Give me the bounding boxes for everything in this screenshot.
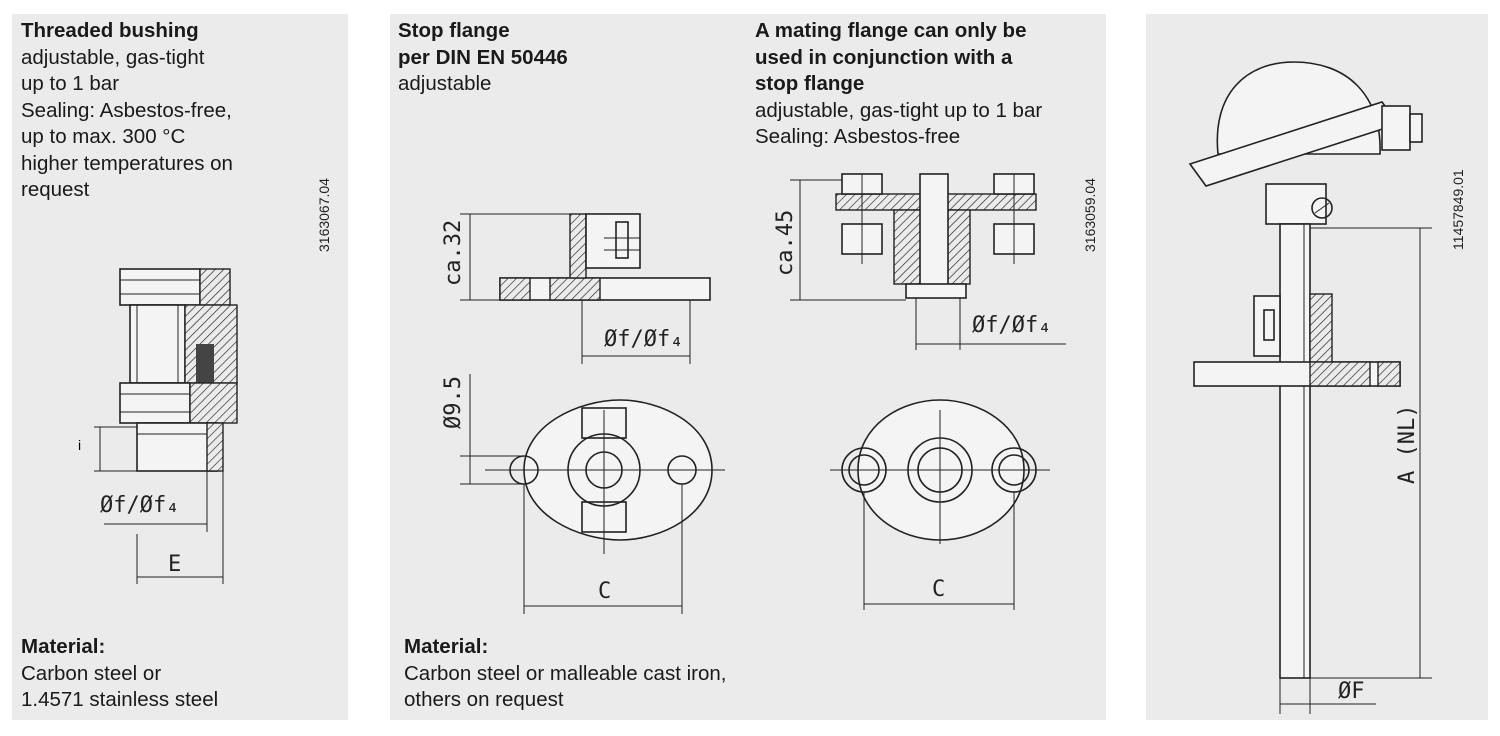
stop-flange-title: per DIN EN 50446 — [398, 45, 568, 69]
dimension-label-diameter: Øf/Øf₄ — [100, 493, 179, 518]
desc-line: up to 1 bar — [21, 72, 120, 95]
mating-flange-title: A mating flange can only be — [755, 19, 1027, 42]
dimension-c-right: C — [863, 492, 1015, 610]
material-line: others on request — [404, 688, 564, 711]
mating-flange-title: stop flange — [755, 72, 865, 95]
desc-line: Sealing: Asbestos-free, — [21, 98, 232, 122]
thermometer-assembly-panel: 11457849.01 — [1146, 14, 1488, 720]
desc-line: adjustable, gas-tight up to 1 bar — [755, 98, 1043, 122]
dimension-label-ca45: ca.45 — [773, 210, 798, 276]
threaded-bushing-title: Threaded bushing — [21, 19, 199, 42]
threaded-bushing-drawing: i Øf/Øf₄ E — [78, 268, 238, 584]
desc-line: up to max. 300 °C — [21, 125, 186, 148]
stop-flange-side-view — [499, 213, 711, 301]
flange-material: Material: Carbon steel or malleable cast… — [404, 634, 726, 714]
dimension-length: A (NL) — [1310, 227, 1432, 679]
dimension-label-ca32: ca.32 — [441, 220, 466, 286]
dimension-label-length: A (NL) — [1395, 405, 1420, 484]
material-line: Carbon steel or malleable cast iron, — [404, 661, 727, 685]
material-line: Carbon steel or — [21, 661, 162, 685]
dimension-c-left: C — [523, 484, 683, 614]
threaded-bushing-description: Threaded bushing adjustable, gas-tight u… — [21, 18, 233, 204]
bushing-hex-nut-bottom — [119, 382, 238, 424]
bushing-thread-end — [136, 422, 224, 472]
threaded-bushing-material: Material: Carbon steel or 1.4571 stainle… — [21, 634, 218, 714]
dimension-ca32: ca.32 — [441, 213, 570, 301]
dimension-label-c-right: C — [932, 577, 945, 602]
dimension-label-i: i — [78, 437, 81, 453]
bushing-shank — [129, 304, 238, 384]
material-title: Material: — [404, 635, 489, 658]
material-title: Material: — [21, 635, 106, 658]
dimension-diameter-left: Øf/Øf₄ — [581, 300, 691, 364]
dimension-label-e: E — [168, 552, 181, 577]
dimension-diameter: ØF — [1279, 678, 1376, 714]
stop-flange-panel: Stop flange per DIN EN 50446 adjustable … — [390, 14, 1106, 720]
stop-flange-description: Stop flange per DIN EN 50446 adjustable — [398, 18, 568, 98]
desc-line: higher temperatures on — [21, 151, 233, 175]
tube-stop-flange — [1193, 293, 1401, 387]
dimension-label-c-left: C — [598, 579, 611, 604]
connection-head — [1188, 61, 1423, 225]
dimension-label-diameter-left: Øf/Øf₄ — [604, 327, 683, 352]
stop-flange-top-view — [485, 399, 725, 554]
dimension-hole: Ø9.5 — [441, 374, 524, 485]
bushing-hex-nut-top — [119, 268, 231, 306]
protective-tube — [1279, 223, 1311, 679]
dimension-diameter-right: Øf/Øf₄ — [915, 298, 1066, 350]
desc-line: adjustable — [398, 72, 492, 95]
dimension-i: i — [78, 426, 137, 472]
dimension-diameter: Øf/Øf₄ — [100, 471, 208, 532]
mating-flange-description: A mating flange can only be used in conj… — [755, 18, 1042, 151]
dimension-e: E — [136, 471, 224, 584]
mating-flange-title: used in conjunction with a — [755, 45, 1013, 69]
dimension-label-diameter: ØF — [1338, 679, 1365, 704]
dimension-ca45: ca.45 — [773, 179, 906, 301]
mating-flange-top-view — [830, 399, 1050, 544]
stop-flange-title: Stop flange — [398, 19, 510, 42]
flange-drawings: ca.32 Øf/Øf₄ Ø9.5 — [441, 173, 1066, 614]
desc-line: adjustable, gas-tight — [21, 45, 205, 69]
desc-line: request — [21, 178, 90, 201]
desc-line: Sealing: Asbestos-free — [755, 125, 961, 148]
mating-flange-side-view — [835, 173, 1037, 299]
thermometer-assembly-drawing: A (NL) ØF — [1188, 61, 1432, 714]
material-line: 1.4571 stainless steel — [21, 688, 219, 711]
threaded-bushing-panel: Threaded bushing adjustable, gas-tight u… — [12, 14, 348, 720]
dimension-label-diameter-right: Øf/Øf₄ — [972, 313, 1051, 338]
dimension-label-hole: Ø9.5 — [441, 376, 466, 429]
